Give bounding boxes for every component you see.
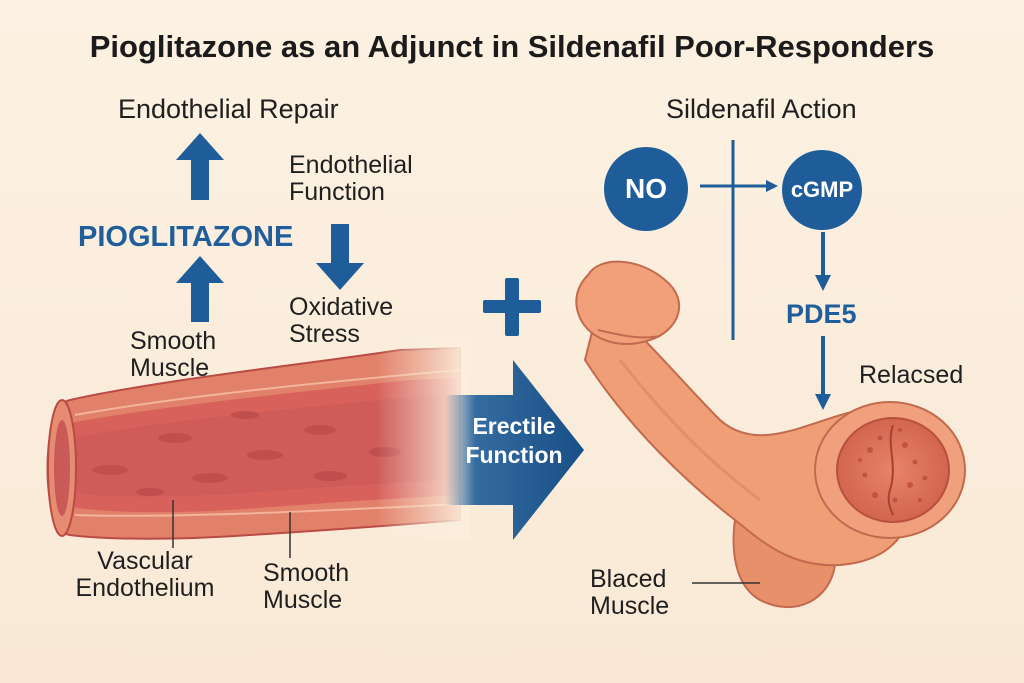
- pde5-label: PDE5: [786, 299, 857, 329]
- down-arrow-icon: [316, 224, 364, 290]
- relaxed-label: Relacsed: [859, 361, 964, 389]
- endothelial-repair-heading: Endothelial Repair: [118, 94, 339, 124]
- erectile-function-label: Erectile Function: [465, 413, 563, 468]
- cgmp-node: cGMP: [782, 150, 862, 230]
- blood-vessel-illustration: [46, 340, 470, 558]
- pathway-arrows-left: [176, 133, 364, 322]
- penis-illustration: [575, 260, 966, 609]
- up-arrow-icon: [176, 256, 224, 322]
- smooth-muscle-bottom-label: Smooth Muscle: [263, 559, 350, 614]
- vascular-endothelium-label: Vascular Endothelium: [75, 547, 215, 602]
- oxidative-stress-label: Oxidative Stress: [289, 293, 394, 348]
- diagram-title: Pioglitazone as an Adjunct in Sildenafil…: [89, 29, 935, 64]
- big-arrow-shape: [445, 360, 584, 540]
- no-node: NO: [604, 147, 688, 231]
- endothelial-function-label: Endothelial Function: [289, 151, 413, 206]
- pioglitazone-label: PIOGLITAZONE: [78, 221, 294, 253]
- up-arrow-icon: [176, 133, 224, 200]
- sildenafil-action-heading: Sildenafil Action: [666, 94, 857, 124]
- sildenafil-pathway: [700, 140, 831, 410]
- smooth-muscle-top-label: Smooth Muscle: [130, 327, 217, 382]
- blaced-muscle-label: Blaced Muscle: [590, 565, 670, 620]
- plus-symbol: [483, 278, 541, 336]
